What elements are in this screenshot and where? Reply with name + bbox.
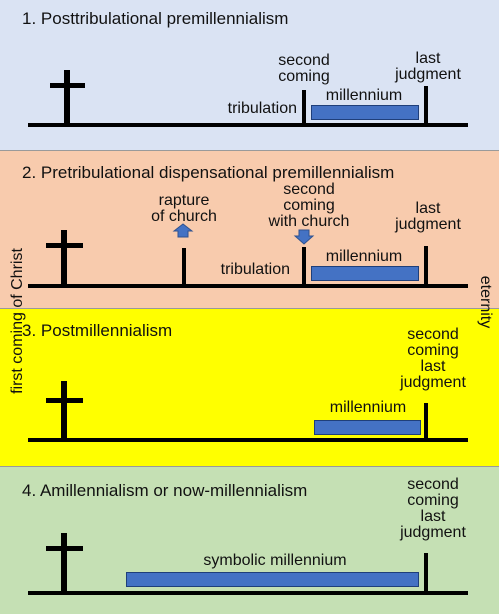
second-coming-last-judgment-label: second coming last judgment bbox=[378, 327, 488, 391]
last-judgment-marker bbox=[424, 246, 428, 286]
millennium-label: millennium bbox=[325, 87, 403, 104]
last-judgment-line-1: last bbox=[415, 50, 441, 67]
panel-postmillennialism: 3. Postmillennialism second coming last … bbox=[0, 309, 499, 467]
panel-posttribulational: 1. Posttribulational premillennialism tr… bbox=[0, 0, 499, 151]
millennium-bar bbox=[311, 266, 419, 281]
cross-icon-arm bbox=[46, 243, 83, 248]
second-coming-last-judgment-label: second coming last judgment bbox=[378, 477, 488, 541]
second-coming-line-2: coming bbox=[278, 68, 330, 85]
panel-pretribulational: 2. Pretribulational dispensational premi… bbox=[0, 151, 499, 309]
millennium-label: millennium bbox=[329, 399, 407, 416]
last-judgment-label: last judgment bbox=[386, 51, 470, 83]
tribulation-label: tribulation bbox=[220, 261, 290, 278]
second-coming-line-2: coming bbox=[283, 197, 335, 214]
panel-title: 1. Posttribulational premillennialism bbox=[22, 9, 289, 28]
second-coming-line-2: coming bbox=[407, 492, 459, 509]
cross-icon-arm bbox=[50, 83, 85, 88]
first-coming-label: first coming of Christ bbox=[9, 248, 26, 394]
panel-title: 2. Pretribulational dispensational premi… bbox=[22, 163, 395, 182]
cross-icon bbox=[61, 533, 67, 594]
last-judgment-line-2: judgment bbox=[395, 66, 461, 83]
second-coming-marker bbox=[302, 247, 306, 286]
timeline-bar bbox=[28, 438, 468, 442]
rapture-line-2: of church bbox=[151, 208, 217, 225]
rapture-up-arrow bbox=[172, 223, 194, 238]
second-coming-down-arrow bbox=[293, 229, 315, 245]
millennium-bar bbox=[311, 105, 419, 120]
second-coming-line-1: second bbox=[283, 181, 335, 198]
timeline-bar bbox=[28, 284, 468, 288]
last-judgment-line-1: last bbox=[415, 200, 441, 217]
second-coming-marker bbox=[424, 403, 428, 440]
second-coming-marker bbox=[302, 90, 306, 126]
tribulation-label: tribulation bbox=[227, 100, 297, 117]
second-coming-line-1: second bbox=[407, 476, 459, 493]
last-judgment-line-2: judgment bbox=[400, 374, 466, 391]
millennium-bar bbox=[126, 572, 419, 587]
last-judgment-marker bbox=[424, 86, 428, 126]
millennium-label: symbolic millennium bbox=[203, 552, 347, 569]
cross-icon bbox=[64, 70, 70, 125]
second-coming-label: second coming with church bbox=[254, 182, 364, 230]
millennium-label: millennium bbox=[325, 248, 403, 265]
cross-icon bbox=[61, 381, 67, 442]
panel-title: 4. Amillennialism or now-millennialism bbox=[22, 481, 308, 500]
rapture-marker bbox=[182, 248, 186, 286]
timeline-bar bbox=[28, 591, 468, 595]
last-judgment-label: last judgment bbox=[373, 201, 483, 233]
cross-icon-arm bbox=[46, 546, 83, 551]
millennium-bar bbox=[314, 420, 421, 435]
panel-amillennialism: 4. Amillennialism or now-millennialism s… bbox=[0, 467, 499, 614]
panel-title: 3. Postmillennialism bbox=[22, 321, 173, 340]
cross-icon bbox=[61, 230, 67, 285]
last-judgment-line-1: last bbox=[420, 358, 446, 375]
second-coming-line-2: coming bbox=[407, 342, 459, 359]
timeline-bar bbox=[28, 123, 468, 127]
second-coming-marker bbox=[424, 553, 428, 593]
arrow-layer bbox=[172, 223, 315, 245]
rapture-line-1: rapture bbox=[158, 192, 210, 209]
last-judgment-line-2: judgment bbox=[395, 216, 461, 233]
second-coming-line-1: second bbox=[278, 52, 330, 69]
cross-icon-arm bbox=[46, 398, 83, 403]
rapture-label: rapture of church bbox=[134, 193, 234, 225]
second-coming-label: second coming bbox=[264, 53, 344, 85]
second-coming-line-1: second bbox=[407, 326, 459, 343]
last-judgment-line-1: last bbox=[420, 508, 446, 525]
eternity-label: eternity bbox=[477, 275, 494, 329]
second-coming-line-3: with church bbox=[268, 213, 350, 230]
last-judgment-line-2: judgment bbox=[400, 524, 466, 541]
